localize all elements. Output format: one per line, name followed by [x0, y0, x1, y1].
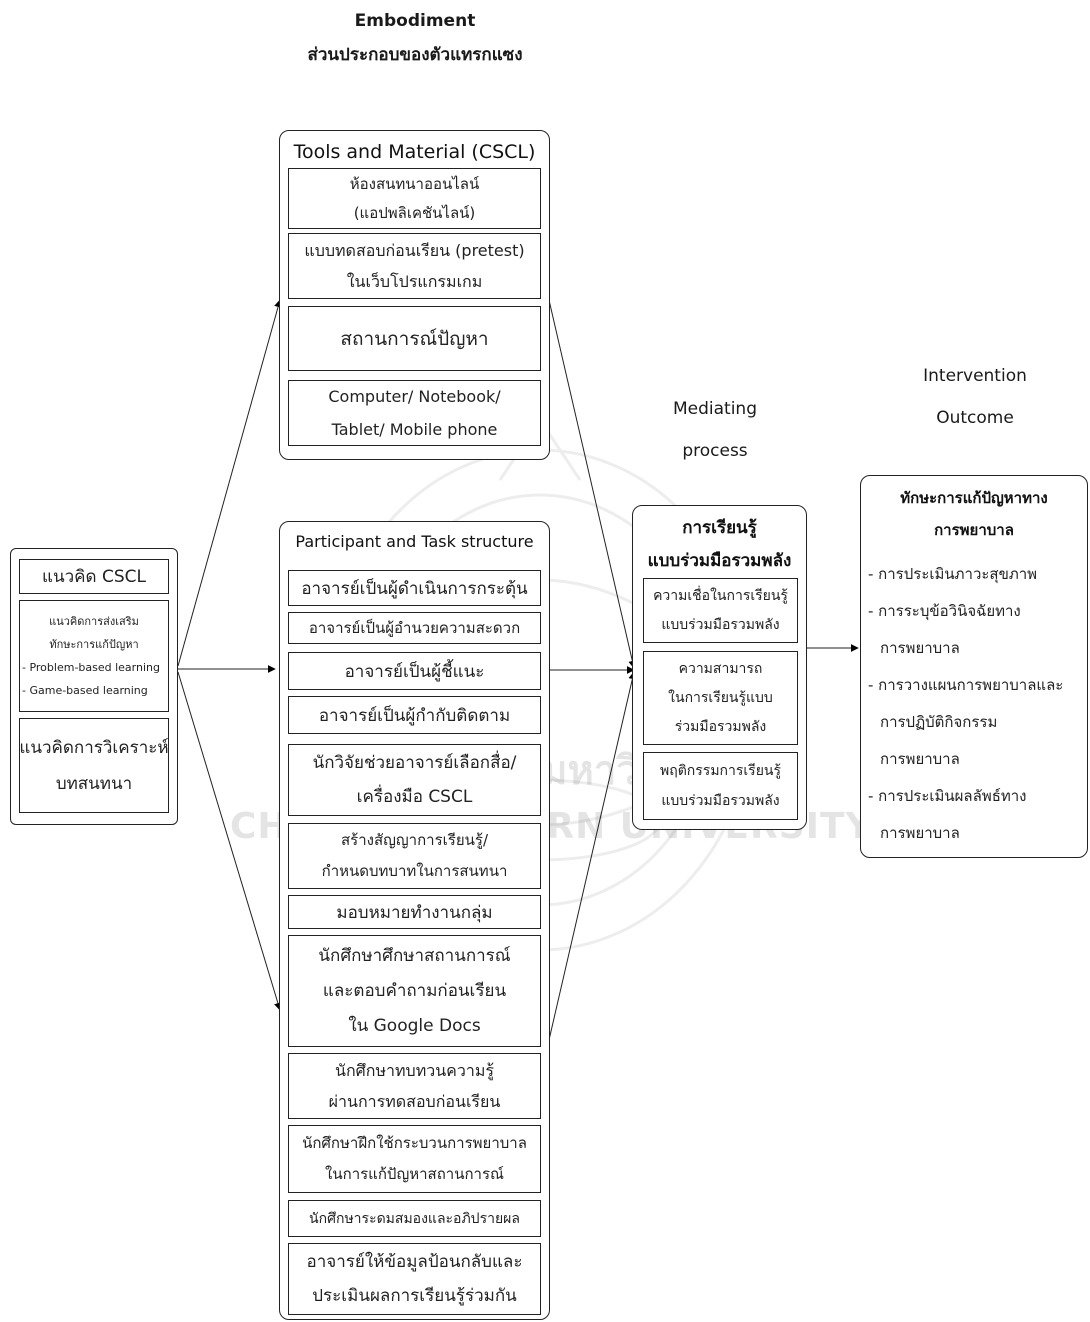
concept-promote-line4: - Game-based learning — [22, 684, 148, 697]
participant-item-feedback: อาจารย์ให้ข้อมูลป้อนกลับและ ประเมินผลการ… — [288, 1243, 541, 1315]
participant-item-study-situation: นักศึกษาศึกษาสถานการณ์ และตอบคำถามก่อนเร… — [288, 935, 541, 1047]
participant-item-line: นักศึกษาระดมสมองและอภิปรายผล — [309, 1210, 520, 1227]
participant-item-line: อาจารย์เป็นผู้ชี้แนะ — [344, 661, 485, 682]
concept-analysis-line1: แนวคิดการวิเคราะห์ — [19, 737, 169, 758]
participant-item-brainstorm: นักศึกษาระดมสมองและอภิปรายผล — [288, 1200, 541, 1237]
tools-item-devices: Computer/ Notebook/ Tablet/ Mobile phone — [288, 380, 541, 446]
concept-promote-line3: - Problem-based learning — [22, 661, 160, 674]
tools-item-line: แบบทดสอบก่อนเรียน (pretest) — [304, 241, 525, 260]
participant-item-line: มอบหมายทำงานกลุ่ม — [336, 902, 493, 923]
participant-item-line: อาจารย์ให้ข้อมูลป้อนกลับและ — [306, 1252, 523, 1272]
concept-analysis-box: แนวคิดการวิเคราะห์ บทสนทนา — [19, 718, 169, 813]
concept-cscl-box: แนวคิด CSCL — [19, 559, 169, 594]
outcome-title: ทักษะการแก้ปัญหาทาง การพยาบาล — [861, 482, 1087, 546]
concept-analysis-line2: บทสนทนา — [55, 773, 133, 794]
outcome-group: ทักษะการแก้ปัญหาทาง การพยาบาล — [860, 475, 1088, 858]
concept-promote-box: แนวคิดการส่งเสริม ทักษะการแก้ปัญหา - Pro… — [19, 600, 169, 712]
outcome-item-evaluation: - การประเมินผลลัพธ์ทาง — [868, 787, 1027, 805]
outcome-heading-line2: Outcome — [936, 408, 1014, 428]
arrow-concept-to-review — [177, 671, 282, 1011]
participant-item-line: และตอบคำถามก่อนเรียน — [322, 980, 507, 1001]
outcome-item-evaluation-cont: การพยาบาล — [880, 824, 960, 842]
arrow-tools-to-mediating — [548, 299, 637, 669]
participant-item-line: อาจารย์เป็นผู้ดำเนินการกระตุ้น — [301, 578, 528, 599]
tools-item-line: (แอปพลิเคชันไลน์) — [353, 203, 476, 222]
participant-item-line: นักศึกษาทบทวนความรู้ — [335, 1061, 494, 1080]
outcome-item-planning-cont2: การพยาบาล — [880, 750, 960, 768]
concept-group: แนวคิด CSCL แนวคิดการส่งเสริม ทักษะการแก… — [10, 548, 178, 825]
tools-item-line: ในเว็บโปรแกรมเกม — [346, 272, 483, 291]
tools-item-problem-situation: สถานการณ์ปัญหา — [288, 306, 541, 371]
participant-item-line: เครื่องมือ CSCL — [356, 787, 473, 807]
participant-item-line: อาจารย์เป็นผู้อำนวยความสะดวก — [308, 619, 521, 637]
outcome-item-planning: - การวางแผนการพยาบาลและ — [868, 676, 1064, 694]
embodiment-heading: Embodiment — [354, 11, 476, 31]
tools-item-online-chat: ห้องสนทนาออนไลน์ (แอปพลิเคชันไลน์) — [288, 168, 541, 229]
participant-item-line: นักวิจัยช่วยอาจารย์เลือกสื่อ/ — [312, 753, 517, 773]
mediating-item-line: แบบร่วมมือรวมพลัง — [661, 616, 780, 633]
mediating-item-belief: ความเชื่อในการเรียนรู้ แบบร่วมมือรวมพลัง — [643, 578, 798, 643]
tools-item-line: สถานการณ์ปัญหา — [340, 327, 489, 350]
tools-item-pretest: แบบทดสอบก่อนเรียน (pretest) ในเว็บโปรแกร… — [288, 233, 541, 299]
concept-promote-line2: ทักษะการแก้ปัญหา — [49, 638, 139, 651]
outcome-title-line2: การพยาบาล — [934, 521, 1014, 539]
mediating-title-line1: การเรียนรู้ — [682, 518, 757, 538]
participant-item-review-knowledge: นักศึกษาทบทวนความรู้ ผ่านการทดสอบก่อนเรี… — [288, 1053, 541, 1119]
participant-item-line: ใน Google Docs — [348, 1015, 481, 1036]
participant-item-guide: อาจารย์เป็นผู้ชี้แนะ — [288, 652, 541, 690]
participant-item-group-work: มอบหมายทำงานกลุ่ม — [288, 895, 541, 929]
arrow-participant-bottom-to-mediating — [548, 671, 637, 1041]
participant-item-stimulator: อาจารย์เป็นผู้ดำเนินการกระตุ้น — [288, 570, 541, 606]
mediating-item-behavior: พฤติกรรมการเรียนรู้ แบบร่วมมือรวมพลัง — [643, 752, 798, 820]
outcome-item-diagnosis: - การระบุข้อวินิจฉัยทาง — [868, 602, 1021, 620]
mediating-heading-line2: process — [682, 441, 748, 461]
participant-item-line: อาจารย์เป็นผู้กำกับติดตาม — [318, 705, 511, 726]
mediating-heading-line1: Mediating — [672, 399, 757, 419]
outcome-item-planning-cont1: การปฏิบัติกิจกรรม — [880, 713, 998, 731]
outcome-title-line1: ทักษะการแก้ปัญหาทาง — [900, 489, 1048, 507]
mediating-item-line: พฤติกรรมการเรียนรู้ — [660, 763, 781, 779]
tools-item-line: Tablet/ Mobile phone — [331, 420, 498, 439]
arrow-concept-to-tools — [177, 299, 282, 667]
embodiment-heading-thai: ส่วนประกอบของตัวแทรกแซง — [307, 45, 523, 65]
outcome-item-diagnosis-cont: การพยาบาล — [880, 639, 960, 657]
concept-promote-line1: แนวคิดการส่งเสริม — [49, 615, 139, 628]
mediating-item-ability: ความสามารถ ในการเรียนรู้แบบ ร่วมมือรวมพล… — [643, 651, 798, 745]
participant-item-line: นักศึกษาศึกษาสถานการณ์ — [318, 945, 511, 966]
participant-item-line: กำหนดบทบาทในการสนทนา — [321, 862, 508, 880]
tools-item-line: ห้องสนทนาออนไลน์ — [349, 174, 480, 193]
participant-item-line: ในการแก้ปัญหาสถานการณ์ — [325, 1165, 504, 1183]
mediating-title: การเรียนรู้ แบบร่วมมือรวมพลัง — [633, 512, 806, 578]
outcome-item-assessment: - การประเมินภาวะสุขภาพ — [868, 565, 1038, 583]
participant-item-line: นักศึกษาฝึกใช้กระบวนการพยาบาล — [302, 1134, 527, 1152]
mediating-item-line: ความเชื่อในการเรียนรู้ — [653, 587, 788, 604]
participant-item-nursing-process: นักศึกษาฝึกใช้กระบวนการพยาบาล ในการแก้ปั… — [288, 1125, 541, 1193]
outcome-heading-line1: Intervention — [923, 366, 1027, 386]
participant-item-researcher-media: นักวิจัยช่วยอาจารย์เลือกสื่อ/ เครื่องมือ… — [288, 744, 541, 816]
mediating-item-line: ความสามารถ — [678, 660, 763, 677]
participant-item-supervisor: อาจารย์เป็นผู้กำกับติดตาม — [288, 696, 541, 734]
participant-title: Participant and Task structure — [295, 532, 534, 551]
mediating-item-line: ในการเรียนรู้แบบ — [668, 689, 773, 706]
mediating-item-line: ร่วมมือรวมพลัง — [674, 718, 767, 735]
participant-item-line: ประเมินผลการเรียนรู้ร่วมกัน — [312, 1286, 517, 1306]
concept-cscl-label: แนวคิด CSCL — [42, 567, 146, 587]
mediating-item-line: แบบร่วมมือรวมพลัง — [661, 793, 780, 809]
participant-item-line: สร้างสัญญาการเรียนรู้/ — [341, 831, 488, 849]
mediating-title-line2: แบบร่วมมือรวมพลัง — [647, 551, 792, 571]
participant-item-line: ผ่านการทดสอบก่อนเรียน — [328, 1092, 501, 1111]
tools-title: Tools and Material (CSCL) — [293, 141, 536, 163]
participant-item-facilitator: อาจารย์เป็นผู้อำนวยความสะดวก — [288, 612, 541, 644]
participant-item-learning-contract: สร้างสัญญาการเรียนรู้/ กำหนดบทบาทในการสน… — [288, 823, 541, 889]
tools-item-line: Computer/ Notebook/ — [328, 387, 501, 406]
